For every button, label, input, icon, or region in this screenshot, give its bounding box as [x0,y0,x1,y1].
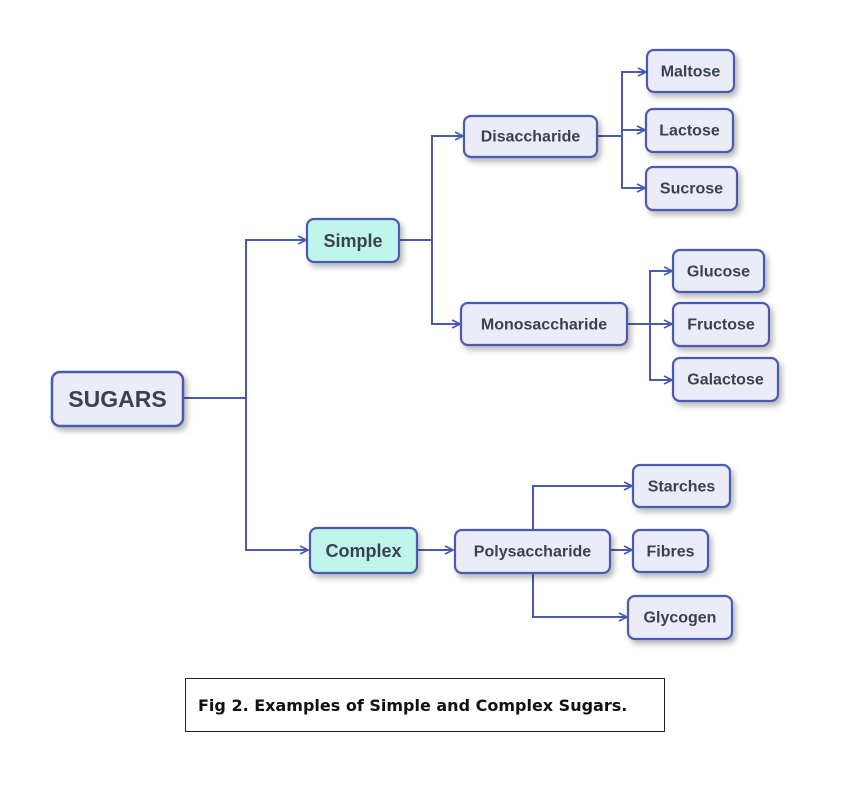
connector-disaccharide-maltose [597,72,646,137]
node-label-polysaccharide: Polysaccharide [474,544,592,561]
figure-caption-text: Fig 2. Examples of Simple and Complex Su… [198,695,628,715]
connector-polysaccharide-glycogen [532,572,627,617]
figure-caption: Fig 2. Examples of Simple and Complex Su… [185,678,665,732]
node-label-glycogen: Glycogen [644,610,717,627]
node-starches: Starches [631,463,732,509]
connector-sugars-complex [245,398,308,550]
node-fructose: Fructose [671,301,771,348]
node-label-monosaccharide: Monosaccharide [481,317,607,334]
node-polysaccharide: Polysaccharide [453,528,612,575]
node-label-fibres: Fibres [646,544,694,561]
node-fibres: Fibres [631,528,710,574]
node-sucrose: Sucrose [644,165,739,212]
connector-disaccharide-lactose [621,130,645,136]
node-label-simple: Simple [323,231,382,251]
node-label-sugars: SUGARS [68,386,166,412]
node-label-maltose: Maltose [661,64,721,81]
node-label-disaccharide: Disaccharide [481,129,581,146]
connector-monosaccharide-galactose [649,324,672,380]
node-maltose: Maltose [645,48,736,94]
node-sugars: SUGARS [50,370,185,428]
connector-disaccharide-sucrose [621,136,645,188]
connector-sugars-simple [184,240,306,399]
node-label-starches: Starches [648,479,716,496]
node-label-sucrose: Sucrose [660,181,723,198]
connector-simple-disaccharide [400,136,463,241]
node-label-lactose: Lactose [659,123,720,140]
node-label-fructose: Fructose [687,317,755,334]
connector-polysaccharide-starches [532,486,632,530]
node-label-glucose: Glucose [687,264,750,281]
node-galactose: Galactose [671,356,780,403]
connector-simple-monosaccharide [431,240,460,324]
connector-monosaccharide-glucose [627,271,672,325]
node-label-complex: Complex [325,541,401,561]
node-monosaccharide: Monosaccharide [459,301,629,347]
node-glycogen: Glycogen [626,594,734,641]
node-disaccharide: Disaccharide [462,114,599,159]
node-complex: Complex [308,526,419,575]
node-lactose: Lactose [644,107,735,154]
node-label-galactose: Galactose [687,372,764,389]
node-simple: Simple [305,217,401,264]
connectors [184,72,672,617]
node-glucose: Glucose [671,248,766,294]
